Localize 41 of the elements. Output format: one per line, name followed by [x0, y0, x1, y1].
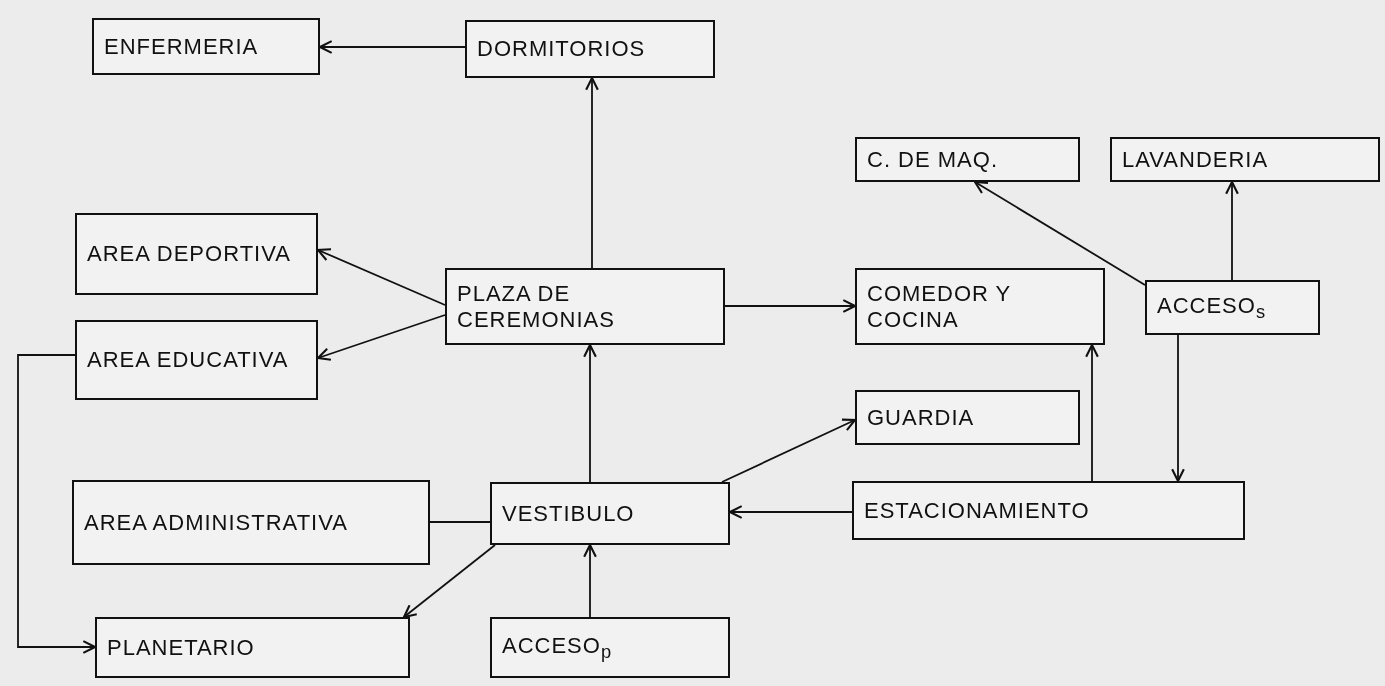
arrow [1225, 180, 1239, 281]
arrow [721, 418, 857, 483]
room-box [855, 268, 1105, 345]
room-box [465, 20, 715, 78]
room-label: ACCESO$_{s}$ [1157, 292, 1267, 323]
room-label: AREA EDUCATIVA [87, 347, 289, 373]
room-box [490, 617, 730, 678]
room-box [855, 390, 1080, 445]
room-box [72, 480, 430, 565]
room-label: PLAZA DE CEREMONIAS [457, 281, 616, 332]
room-box [1110, 137, 1380, 182]
arrow [402, 544, 496, 619]
room-box [75, 320, 318, 400]
arrow [583, 543, 597, 618]
arrow [585, 76, 599, 269]
room-label: ENFERMERIA [104, 33, 259, 60]
room-box [1145, 280, 1320, 335]
arrow [17, 354, 97, 654]
arrow [583, 343, 597, 483]
room-label: VESTIBULO [502, 500, 635, 527]
arrow [1171, 334, 1185, 483]
room-label: COMEDOR Y COCINA [867, 281, 1012, 332]
room-box [855, 137, 1080, 182]
arrow [1085, 343, 1099, 482]
arrow [724, 299, 857, 313]
room-box [92, 18, 320, 75]
room-box [95, 617, 410, 678]
room-label: DORMITORIOS [477, 36, 646, 62]
room-box [445, 268, 725, 345]
room-label: ACCESO$_{p}$ [502, 632, 613, 663]
room-box [852, 481, 1245, 540]
room-label: C. DE MAQ. [867, 146, 998, 173]
room-box [490, 482, 730, 545]
room-box [75, 213, 318, 295]
room-label: ESTACIONAMIENTO [864, 497, 1090, 524]
room-label: PLANETARIO [107, 634, 255, 661]
room-label: LAVANDERIA [1122, 146, 1269, 173]
arrow [973, 180, 1146, 286]
room-label: GUARDIA [867, 404, 975, 431]
room-label: AREA ADMINISTRATIVA [84, 509, 348, 536]
room-label: AREA DEPORTIVA [87, 241, 291, 267]
